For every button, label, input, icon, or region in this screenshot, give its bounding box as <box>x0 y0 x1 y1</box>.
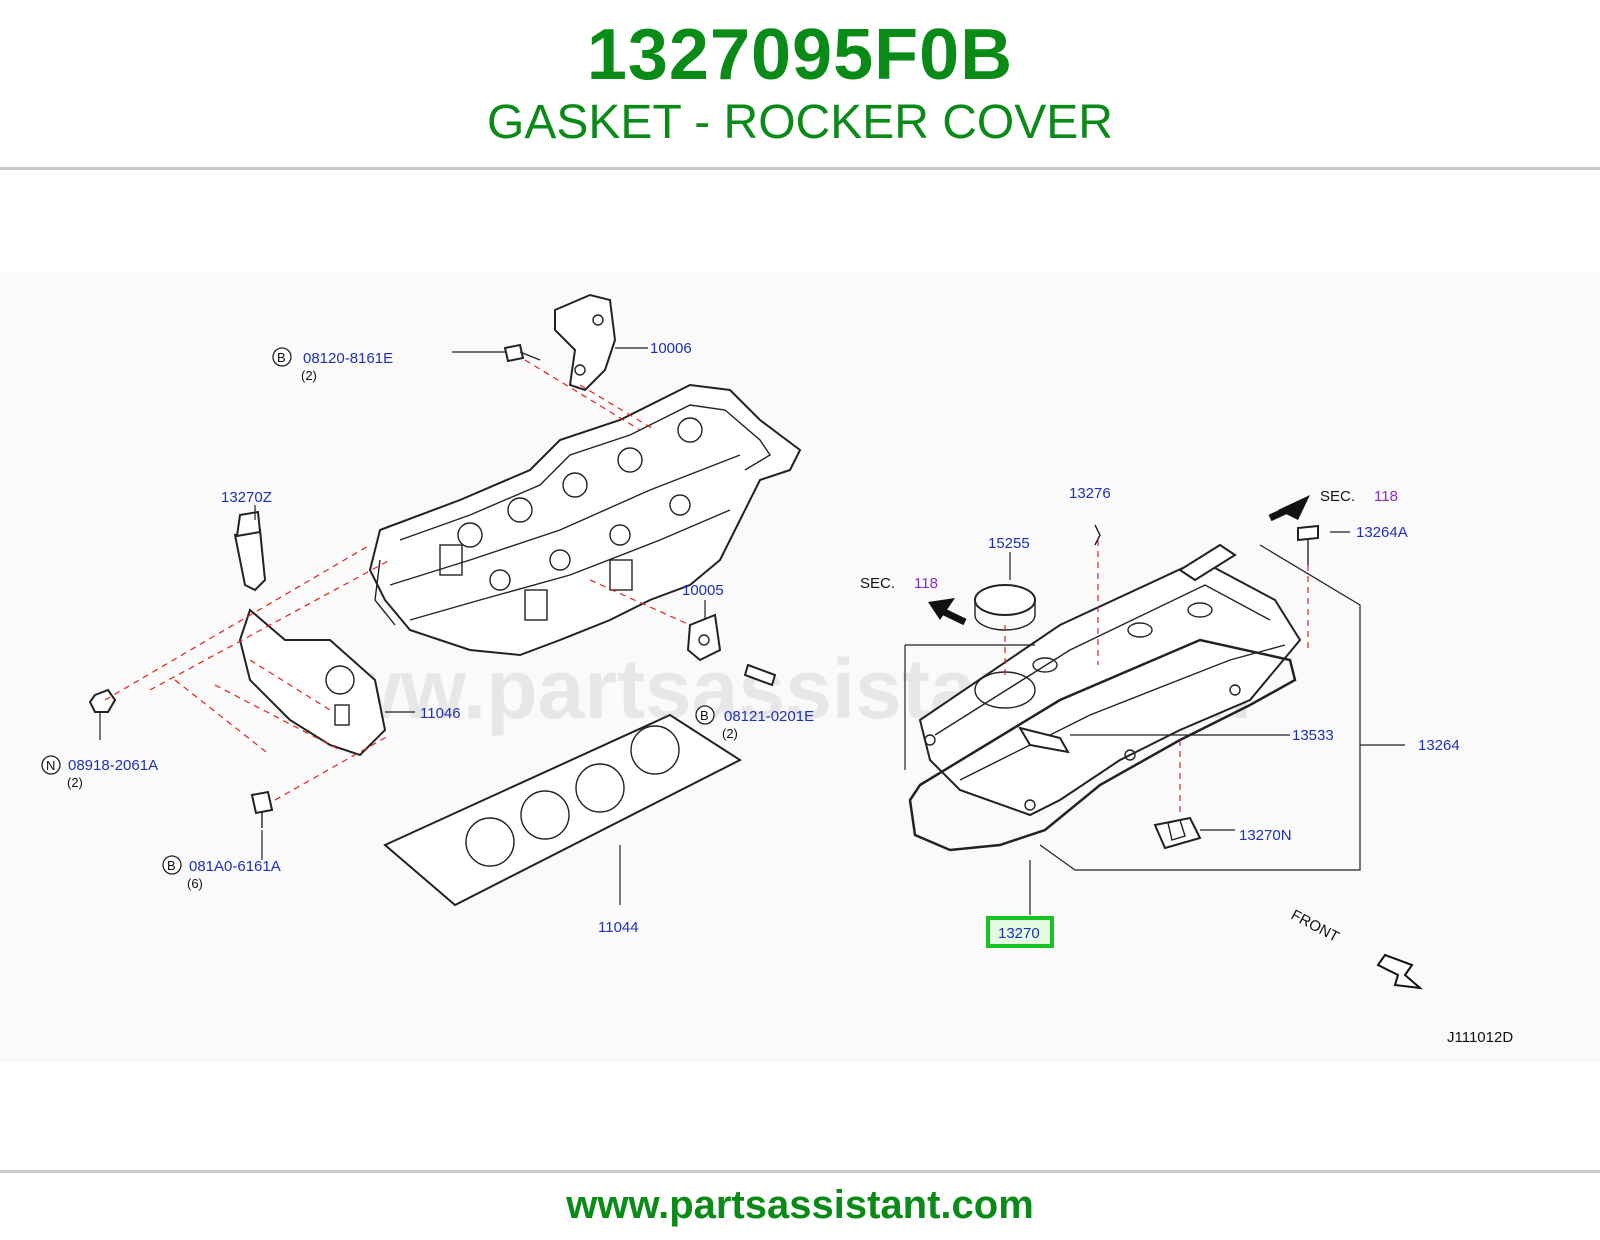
callout-081A0-6161A[interactable]: 081A0-6161A <box>189 858 281 875</box>
qty-08121: (2) <box>722 726 738 741</box>
header: 1327095F0B GASKET - ROCKER COVER <box>0 0 1600 168</box>
bolt-08121-drawing <box>743 663 777 687</box>
callout-13533[interactable]: 13533 <box>1292 727 1334 744</box>
nut-08918-drawing <box>88 688 117 713</box>
sec-arrow-right <box>1268 495 1310 522</box>
prefix-08918: N <box>46 758 55 773</box>
front-arrow-icon <box>1376 953 1424 990</box>
sealant-tube-13270Z-drawing <box>233 510 267 592</box>
qty-08120: (2) <box>301 368 317 383</box>
bracket-10006-drawing <box>554 293 617 392</box>
bolt-08120-drawing <box>503 343 541 363</box>
bolt-081A0-drawing <box>250 790 274 828</box>
plate-10005-drawing <box>686 613 722 662</box>
qty-08918: (2) <box>67 775 83 790</box>
callout-08918-2061A[interactable]: 08918-2061A <box>68 757 158 774</box>
prefix-08120: B <box>277 350 286 365</box>
sec-ref-label-2: SEC. <box>860 575 895 592</box>
head-gasket-11044-drawing <box>383 713 743 907</box>
rocker-gasket-13270-drawing <box>908 638 1297 852</box>
prefix-circle-081A0 <box>162 855 182 875</box>
sec-ref-number-2[interactable]: 118 <box>914 575 938 592</box>
qty-081A0: (6) <box>187 876 203 891</box>
highlight-box-13270 <box>986 916 1054 948</box>
callout-13264A[interactable]: 13264A <box>1356 524 1408 541</box>
callout-13270-highlighted[interactable]: 13270 <box>998 925 1040 942</box>
callout-13270Z[interactable]: 13270Z <box>221 489 272 506</box>
prefix-circle-08120 <box>272 347 292 367</box>
prefix-circle-08918 <box>41 755 61 775</box>
callout-10005[interactable]: 10005 <box>682 582 724 599</box>
bolt-13264A-drawing <box>1297 524 1319 565</box>
callout-08121-0201E[interactable]: 08121-0201E <box>724 708 814 725</box>
cylinder-head-drawing <box>368 383 802 657</box>
grommet-13270N-drawing <box>1153 816 1202 850</box>
part-name-subtitle: GASKET - ROCKER COVER <box>487 96 1113 149</box>
leader-lines <box>99 347 1350 915</box>
clip-13276-drawing <box>1094 524 1101 546</box>
header-divider <box>0 167 1600 170</box>
oil-cap-15255-drawing <box>974 584 1036 631</box>
prefix-081A0: B <box>167 858 176 873</box>
callout-15255[interactable]: 15255 <box>988 535 1030 552</box>
callout-13264[interactable]: 13264 <box>1418 737 1460 754</box>
prefix-circle-08121 <box>695 705 715 725</box>
front-label: FRONT <box>1288 907 1342 946</box>
cover-11046-drawing <box>238 608 387 757</box>
rocker-cover-13264-drawing <box>918 543 1302 817</box>
sec-ref-label-1: SEC. <box>1320 488 1355 505</box>
callout-11044[interactable]: 11044 <box>598 919 639 936</box>
callout-13276[interactable]: 13276 <box>1069 485 1111 502</box>
sec-arrow-left <box>928 598 967 626</box>
pcv-valve-13533-drawing <box>1017 726 1070 754</box>
alignment-dashed-lines <box>104 359 1309 815</box>
callout-10006[interactable]: 10006 <box>650 340 692 357</box>
callout-13270N[interactable]: 13270N <box>1239 827 1292 844</box>
diagram-code: J111012D <box>1447 1029 1513 1046</box>
footer-website-link[interactable]: www.partsassistant.com <box>566 1183 1034 1227</box>
sec-ref-number-1[interactable]: 118 <box>1374 488 1398 505</box>
callout-08120-8161E[interactable]: 08120-8161E <box>303 350 393 367</box>
callout-11046[interactable]: 11046 <box>420 705 461 722</box>
assembly-bracket-lines <box>904 544 1405 871</box>
prefix-08121: B <box>700 708 709 723</box>
footer-divider <box>0 1170 1600 1173</box>
part-number-title: 1327095F0B <box>586 15 1014 95</box>
